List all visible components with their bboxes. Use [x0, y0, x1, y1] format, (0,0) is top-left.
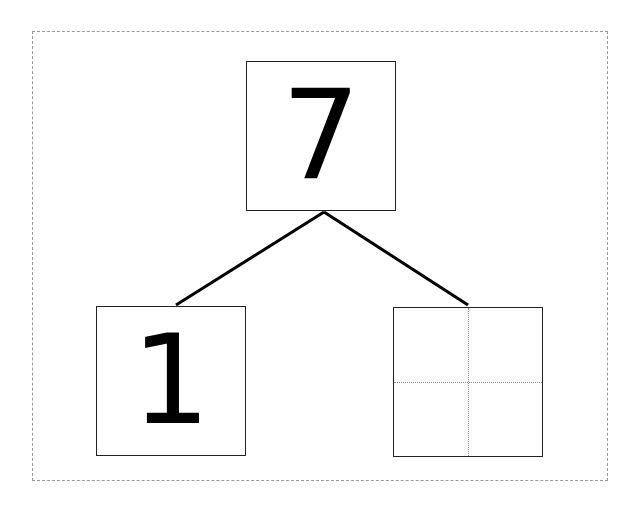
- part-left-value: 1: [131, 309, 211, 453]
- part-box-left: 1: [96, 306, 246, 456]
- diagram-frame: [32, 31, 608, 481]
- whole-value: 7: [281, 64, 361, 208]
- part-box-right-empty[interactable]: [393, 307, 543, 457]
- whole-box: 7: [246, 61, 396, 211]
- connector-line-right: [323, 210, 469, 307]
- guide-line-horizontal: [394, 382, 542, 383]
- connector-line-left: [175, 210, 325, 307]
